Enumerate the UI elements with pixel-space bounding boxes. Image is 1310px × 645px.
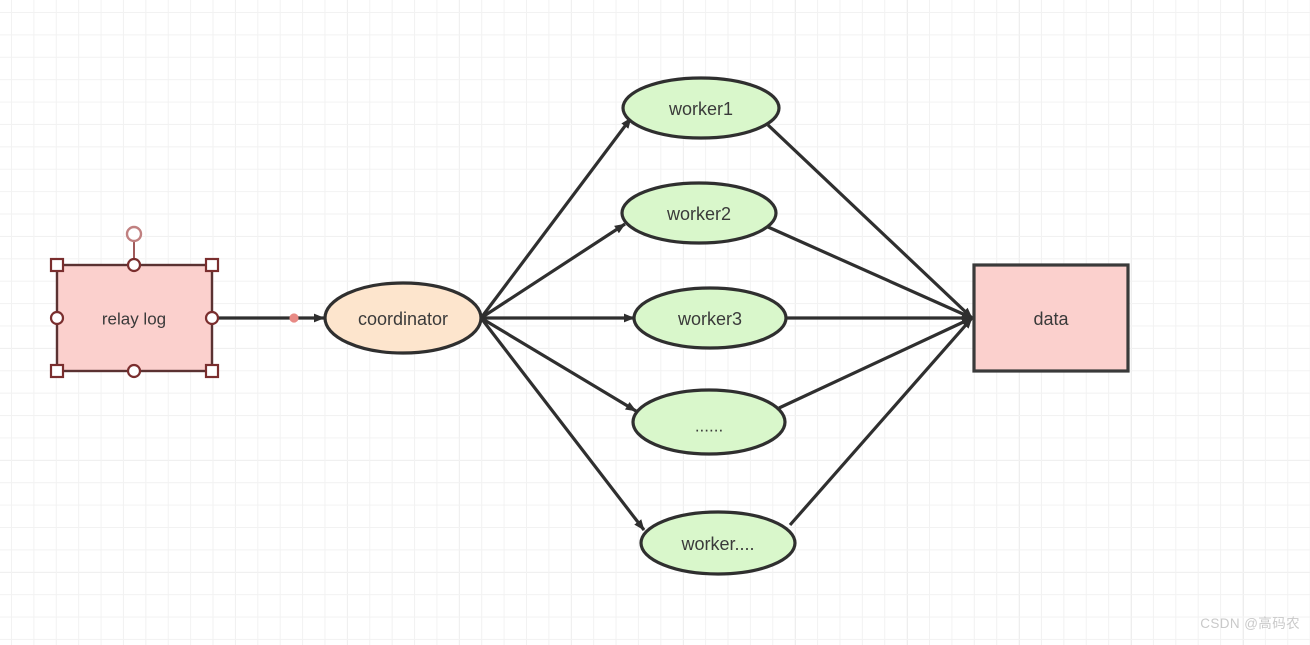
resize-handle-top-right[interactable] [204,257,220,273]
node-worker3[interactable]: worker3 [632,286,788,350]
resize-handle-bottom-center[interactable] [126,363,142,379]
edge-line[interactable] [767,225,973,320]
worker-more-shape[interactable] [639,510,797,576]
edge-coordinator-to-ellipsis[interactable] [480,316,637,413]
edge-worker2-to-data[interactable] [767,225,973,320]
node-relay-log[interactable]: relay log [55,263,214,373]
node-data[interactable]: data [972,263,1130,373]
relay-log-shape[interactable] [55,263,214,373]
edge-coordinator-to-worker-more[interactable] [479,317,646,531]
worker3-shape[interactable] [632,286,788,350]
resize-handle-middle-left[interactable] [49,310,65,326]
rotate-handle[interactable] [125,225,143,243]
edge-line[interactable] [778,316,973,410]
edge-waypoint-dot[interactable] [289,313,299,323]
edge-line[interactable] [788,316,974,527]
resize-handle-bottom-left[interactable] [49,363,65,379]
resize-handle-middle-right[interactable] [204,310,220,326]
edge-coordinator-to-worker2[interactable] [480,222,626,320]
worker-ellipsis-shape[interactable] [631,388,787,456]
edge-coordinator-to-worker1[interactable] [479,117,633,319]
edge-line[interactable] [479,117,633,319]
edge-line[interactable] [480,222,626,320]
edge-line[interactable] [480,316,637,413]
coordinator-shape[interactable] [323,281,483,355]
edge-worker1-to-data[interactable] [766,123,974,320]
edge-line[interactable] [766,123,974,320]
resize-handle-top-center[interactable] [126,257,142,273]
resize-handle-bottom-right[interactable] [204,363,220,379]
node-layer: relay log coordinator worker1 worker2 wo… [55,76,1130,576]
edge-relaylog-to-coordinator[interactable] [214,313,325,323]
worker2-shape[interactable] [620,181,778,245]
edge-layer [214,117,974,531]
node-worker2[interactable]: worker2 [620,181,778,245]
node-worker-more[interactable]: worker.... [639,510,797,576]
selection-overlay-relay-log [49,225,220,379]
watermark: CSDN @高码农 [1200,616,1300,631]
edge-ellipsis-to-data[interactable] [778,316,973,410]
node-worker1[interactable]: worker1 [621,76,781,140]
edge-line[interactable] [479,317,646,531]
node-coordinator[interactable]: coordinator [323,281,483,355]
node-worker-ellipsis[interactable]: ...... [631,388,787,456]
edge-worker-more-to-data[interactable] [788,316,974,527]
worker1-shape[interactable] [621,76,781,140]
resize-handle-top-left[interactable] [49,257,65,273]
data-shape[interactable] [972,263,1130,373]
